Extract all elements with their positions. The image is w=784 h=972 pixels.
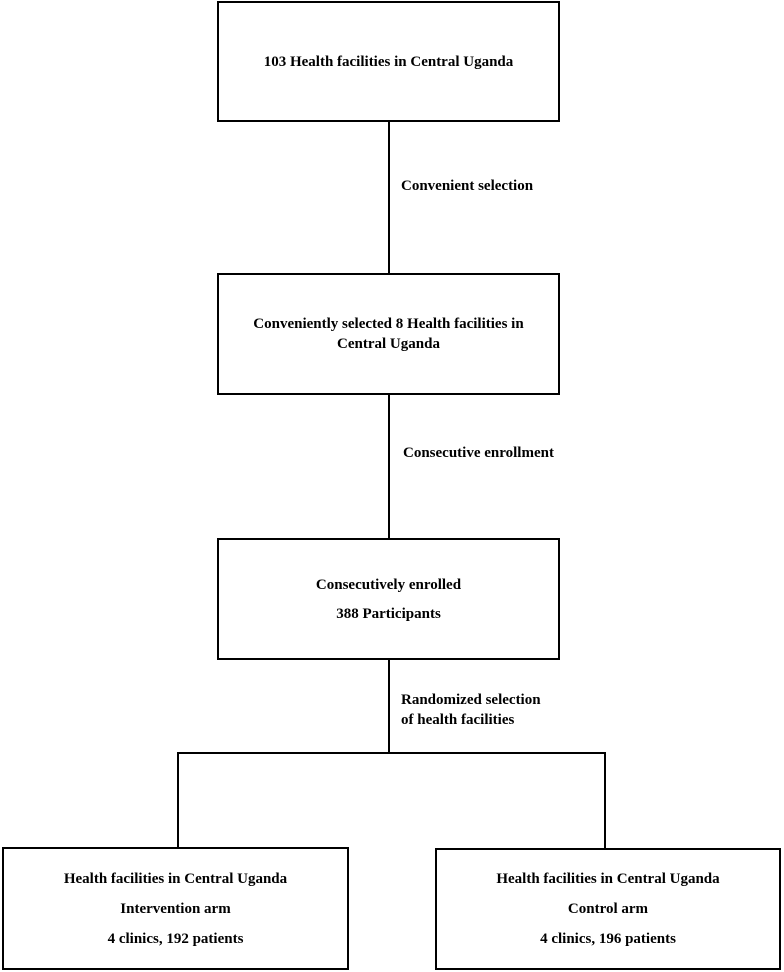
box-intervention-arm-line2: Intervention arm <box>120 900 231 917</box>
box-health-facilities: 103 Health facilities in Central Uganda <box>217 1 560 122</box>
box-intervention-arm: Health facilities in Central Uganda Inte… <box>2 847 349 970</box>
box-enrolled-participants: Consecutively enrolled 388 Participants <box>217 538 560 660</box>
box-control-arm-line1: Health facilities in Central Uganda <box>496 871 720 887</box>
edge-label-randomized-line1: Randomized selection <box>401 692 541 708</box>
edge-label-consecutive-enrollment: Consecutive enrollment <box>403 445 554 461</box>
box-intervention-arm-line3: 4 clinics, 192 patients <box>107 930 244 947</box>
box-enrolled-participants-line2: 388 Participants <box>336 605 441 622</box>
box-health-facilities-text: 103 Health facilities in Central Uganda <box>263 53 514 70</box>
box-control-arm-line2: Control arm <box>567 901 649 917</box>
box-intervention-arm-line1: Health facilities in Central Uganda <box>63 870 288 887</box>
box-selected-facilities-line1: Conveniently selected 8 Health facilitie… <box>253 316 524 332</box>
edge-label-randomized-selection: Randomized selection of health facilitie… <box>401 690 541 730</box>
box-selected-facilities: Conveniently selected 8 Health facilitie… <box>217 273 560 395</box>
box-selected-facilities-line2: Central Uganda <box>337 336 440 352</box>
box-control-arm: Health facilities in Central Uganda Cont… <box>435 848 781 970</box>
box-enrolled-participants-line1: Consecutively enrolled <box>315 576 462 593</box>
edge-label-convenient-selection: Convenient selection <box>401 178 534 194</box>
edge-label-randomized-line2: of health facilities <box>401 712 515 728</box>
box-control-arm-line3: 4 clinics, 196 patients <box>540 931 676 947</box>
